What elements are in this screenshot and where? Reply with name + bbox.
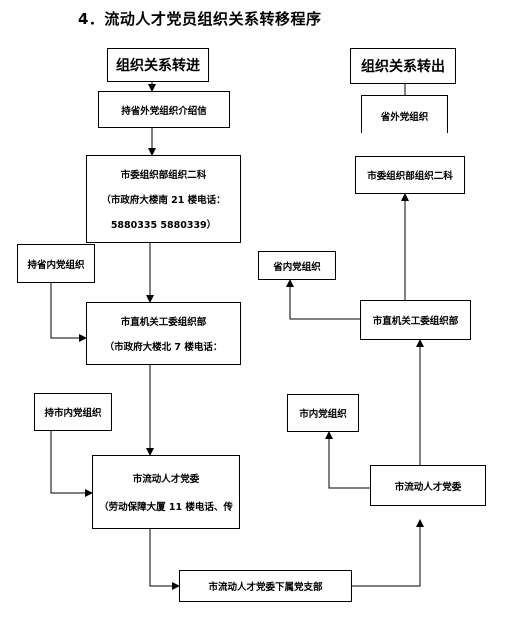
- city-committee-phones: 5880335 5880339）: [110, 220, 217, 231]
- box-outside-province-party-org-label: 省外党组织: [380, 112, 429, 123]
- talent-committee-name: 市流动人才党委: [132, 473, 200, 485]
- talent-committee-address: （劳动保障大厦 11 楼电话、传: [99, 502, 233, 514]
- organs-address: （市政府大楼北 7 楼电话：: [104, 342, 223, 353]
- transfer-in-header-label: 组织关系转进: [116, 58, 200, 74]
- transfer-in-header: 组织关系转进: [107, 48, 209, 82]
- box-right-in-province-party-org: 省内党组织: [258, 251, 336, 280]
- box-city-committee-org-dept: 市委组织部组织二科 （市政府大楼南 21 楼电话： 5880335 588033…: [86, 155, 241, 243]
- box-right-municipal-organs-org-dept-label: 市直机关工委组织部: [372, 316, 459, 327]
- box-outside-province-letter-label: 持省外党组织介绍信: [121, 105, 207, 117]
- box-right-in-province-party-org-label: 省内党组织: [273, 261, 321, 273]
- city-committee-name: 市委组织部组织二科: [120, 170, 207, 181]
- box-outside-province-party-org: 省外党组织: [361, 95, 448, 133]
- box-right-floating-talent-party-committee-label: 市流动人才党委: [394, 481, 462, 493]
- arrow-talent-to-branch: [149, 529, 180, 590]
- box-subordinate-party-branch: 市流动人才党委下属党支部: [179, 570, 352, 602]
- box-right-in-city-party-org: 市内党组织: [287, 394, 359, 432]
- city-committee-address: （市政府大楼南 21 楼电话：: [101, 195, 226, 206]
- arrow-in-city-to-talent: [50, 431, 93, 497]
- page-title: 4．流动人才党员组织关系转移程序: [78, 10, 322, 28]
- box-in-city-party-org: 持市内党组织: [34, 393, 112, 431]
- arrow-right-talent-to-in-city: [325, 431, 370, 489]
- box-right-city-committee-org-dept-label: 市委组织部组织二科: [367, 171, 453, 182]
- arrow-right-organs-to-in-province: [286, 279, 360, 320]
- box-right-municipal-organs-org-dept: 市直机关工委组织部: [360, 300, 471, 340]
- box-in-city-party-org-label: 持市内党组织: [44, 408, 102, 419]
- box-floating-talent-party-committee: 市流动人才党委 （劳动保障大厦 11 楼电话、传: [92, 455, 240, 529]
- box-outside-province-letter: 持省外党组织介绍信: [98, 91, 230, 128]
- arrow-branch-to-right-talent: [352, 519, 424, 587]
- transfer-out-header: 组织关系转出: [350, 48, 456, 84]
- box-right-city-committee-org-dept: 市委组织部组织二科: [355, 156, 465, 194]
- box-in-province-party-org-label: 持省内党组织: [27, 259, 85, 271]
- transfer-out-header-label: 组织关系转出: [361, 59, 445, 75]
- box-right-in-city-party-org-label: 市内党组织: [299, 409, 347, 420]
- arrow-in-province-to-organs: [50, 283, 87, 342]
- organs-name: 市直机关工委组织部: [120, 317, 207, 328]
- box-in-province-party-org: 持省内党组织: [17, 244, 95, 283]
- box-right-floating-talent-party-committee: 市流动人才党委: [370, 465, 486, 506]
- box-subordinate-party-branch-label: 市流动人才党委下属党支部: [208, 582, 323, 593]
- box-municipal-organs-org-dept: 市直机关工委组织部 （市政府大楼北 7 楼电话：: [86, 302, 241, 365]
